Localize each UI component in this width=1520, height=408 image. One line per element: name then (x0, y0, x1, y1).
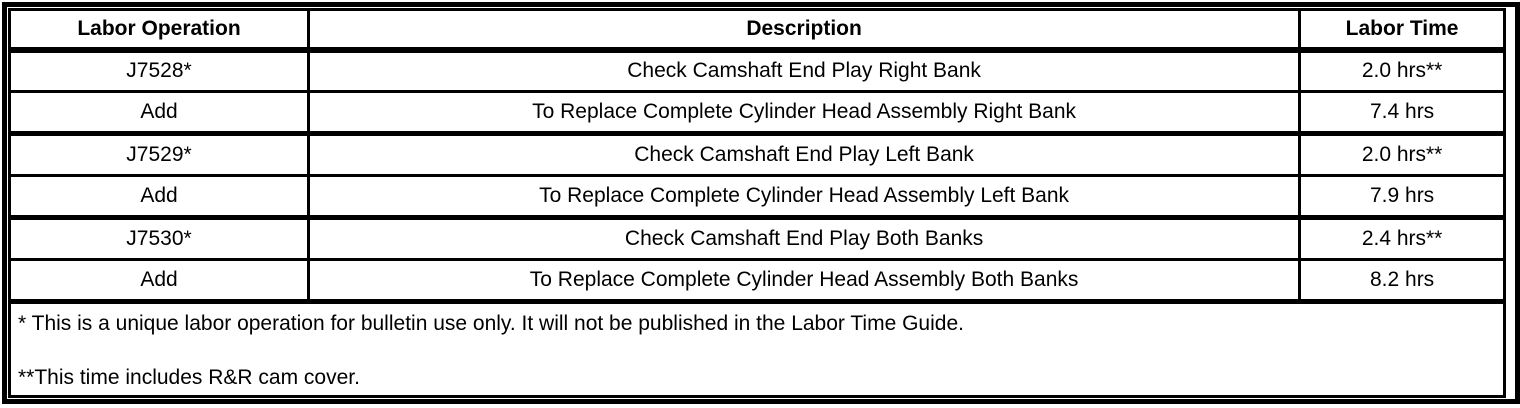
cell-description: To Replace Complete Cylinder Head Assemb… (308, 259, 1302, 304)
cell-labor-time: 2.0 hrs** (1299, 133, 1505, 177)
footnote-time-includes-cam-cover: **This time includes R&R cam cover. (18, 366, 360, 389)
table-row: Add To Replace Complete Cylinder Head As… (9, 91, 1505, 136)
table-row: J7529* Check Camshaft End Play Left Bank… (9, 133, 1505, 177)
cell-labor-operation: J7530* (9, 217, 310, 261)
cell-labor-time: 2.0 hrs** (1299, 49, 1505, 93)
footnote-unique-labor-operation: * This is a unique labor operation for b… (18, 312, 964, 335)
cell-labor-operation: J7529* (9, 133, 310, 177)
cell-description: To Replace Complete Cylinder Head Assemb… (308, 175, 1302, 220)
cell-labor-operation: Add (9, 259, 310, 304)
labor-time-table: Labor Operation Description Labor Time J… (8, 8, 1506, 398)
footnotes-row: * This is a unique labor operation for b… (10, 302, 1505, 397)
header-description: Description (308, 9, 1302, 53)
cell-description: Check Camshaft End Play Both Banks (308, 217, 1302, 261)
cell-description: To Replace Complete Cylinder Head Assemb… (308, 91, 1302, 136)
cell-description: Check Camshaft End Play Left Bank (308, 133, 1302, 177)
footnotes-cell: * This is a unique labor operation for b… (10, 302, 1505, 397)
header-row: Labor Operation Description Labor Time (9, 9, 1505, 53)
table-row: J7528* Check Camshaft End Play Right Ban… (9, 49, 1505, 93)
cell-labor-time: 7.9 hrs (1299, 175, 1505, 220)
cell-labor-operation: Add (9, 91, 310, 136)
cell-labor-operation: Add (9, 175, 310, 220)
table-row: J7530* Check Camshaft End Play Both Bank… (9, 217, 1505, 261)
table-row: Add To Replace Complete Cylinder Head As… (9, 175, 1505, 220)
cell-labor-time: 7.4 hrs (1299, 91, 1505, 136)
cell-labor-time: 2.4 hrs** (1299, 217, 1505, 261)
cell-labor-operation: J7528* (9, 49, 310, 93)
table-row: Add To Replace Complete Cylinder Head As… (9, 259, 1505, 304)
cell-labor-time: 8.2 hrs (1299, 259, 1505, 304)
cell-description: Check Camshaft End Play Right Bank (308, 49, 1302, 93)
header-labor-operation: Labor Operation (9, 9, 310, 53)
header-labor-time: Labor Time (1299, 9, 1505, 53)
